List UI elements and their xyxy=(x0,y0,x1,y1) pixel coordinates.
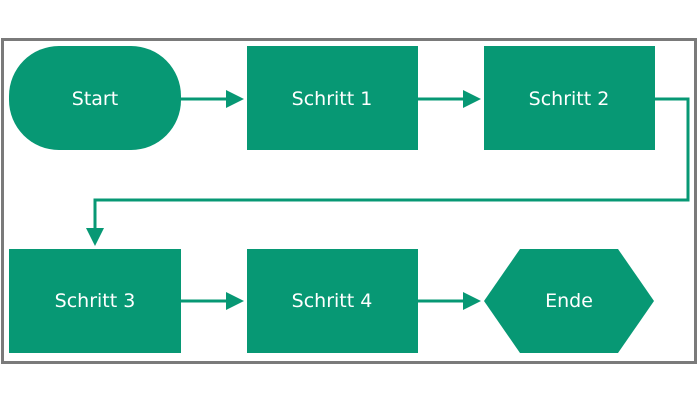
step-1-label: Schritt 1 xyxy=(292,88,373,110)
step-3-process-shape xyxy=(9,249,181,353)
step-2-label: Schritt 2 xyxy=(529,88,610,110)
edge-step2-step3 xyxy=(86,97,690,246)
end-label: Ende xyxy=(545,290,593,312)
start-label: Start xyxy=(72,88,118,110)
step-2-process-shape xyxy=(484,46,655,150)
start-terminator-shape xyxy=(9,46,181,150)
step-3-label: Schritt 3 xyxy=(55,290,136,312)
node-start: Start xyxy=(9,46,181,150)
end-hexagon-shape xyxy=(484,249,654,353)
step-1-process-shape xyxy=(247,46,418,150)
node-step-1: Schritt 1 xyxy=(247,46,418,150)
step-4-process-shape xyxy=(247,249,418,353)
node-step-3: Schritt 3 xyxy=(9,249,181,353)
node-step-2: Schritt 2 xyxy=(484,46,655,150)
node-end: Ende xyxy=(484,249,654,353)
step-4-label: Schritt 4 xyxy=(292,290,373,312)
connectors xyxy=(86,90,690,310)
node-step-4: Schritt 4 xyxy=(247,249,418,353)
